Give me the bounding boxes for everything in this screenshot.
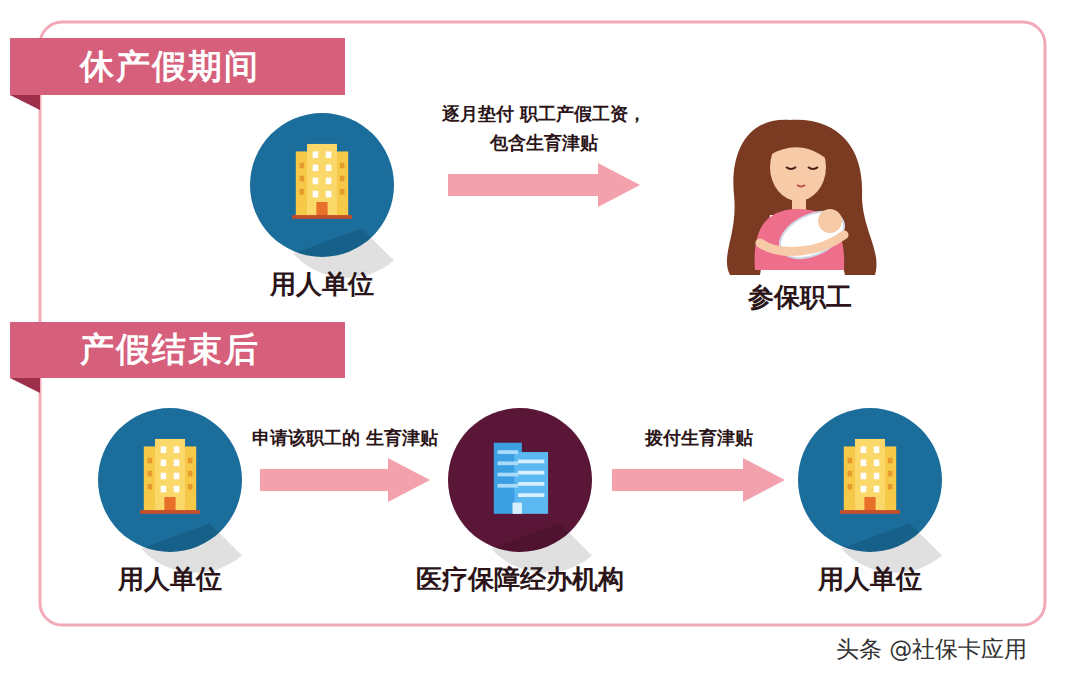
node-label: 用人单位	[118, 562, 222, 597]
node-label: 用人单位	[270, 267, 374, 302]
node-label: 医疗保障经办机构	[416, 562, 624, 597]
edge-label: 拨付生育津贴	[641, 424, 757, 453]
flow-arrow	[448, 163, 640, 207]
node-label: 用人单位	[818, 562, 922, 597]
icon-circle: 用人单位	[98, 408, 242, 552]
icon-circle: 用人单位	[798, 408, 942, 552]
section-band: 产假结束后	[10, 322, 345, 378]
node-label: 参保职工	[748, 280, 852, 315]
circle-outline	[798, 408, 942, 552]
section-title: 产假结束后	[80, 327, 260, 373]
flow-arrow	[260, 458, 430, 502]
edge-label: 申请该职工的 生育津贴	[248, 424, 442, 453]
edge-label: 逐月垫付 职工产假工资，包含生育津贴	[410, 100, 678, 158]
circle-outline	[250, 113, 394, 257]
circle-outline	[98, 408, 242, 552]
flow-arrow	[612, 458, 785, 502]
icon-circle: 医疗保障经办机构	[448, 408, 592, 552]
watermark: 头条 @社保卡应用	[836, 634, 1027, 665]
section-title: 休产假期间	[80, 44, 260, 90]
section-band: 休产假期间	[10, 38, 345, 95]
icon-circle: 用人单位	[250, 113, 394, 257]
circle-outline	[448, 408, 592, 552]
person-figure: 参保职工	[720, 118, 880, 270]
